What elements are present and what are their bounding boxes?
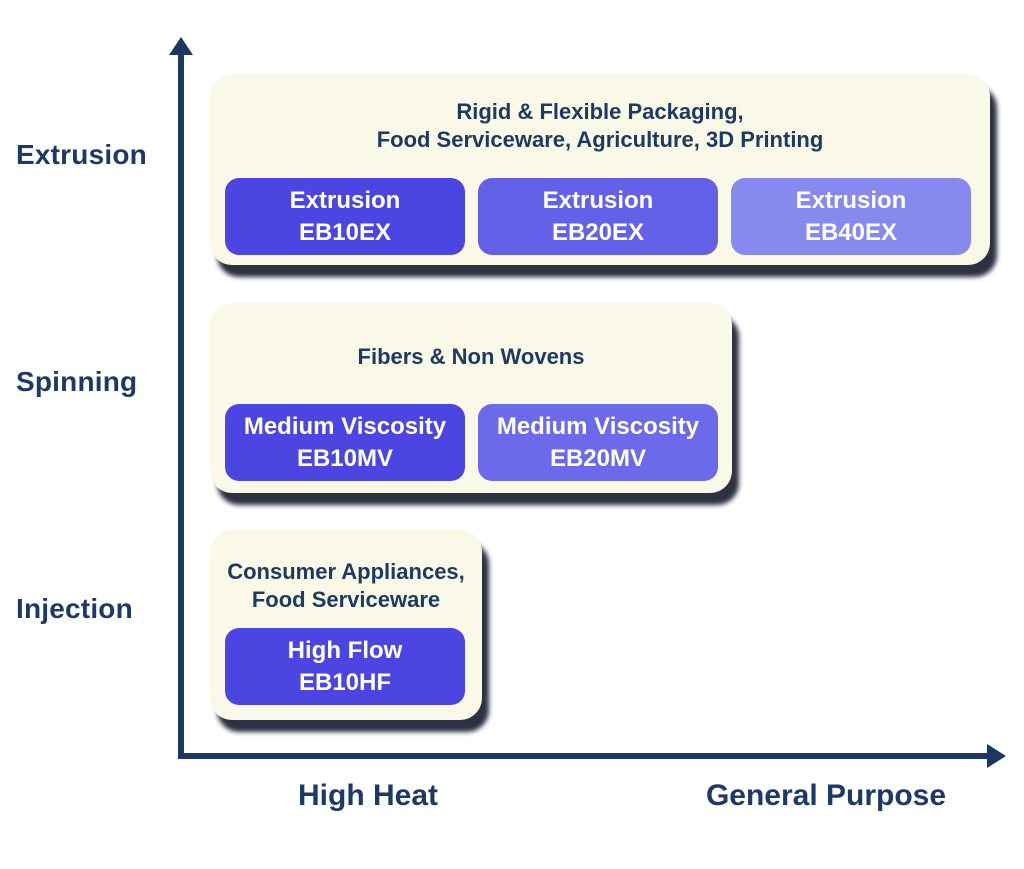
up-arrow-icon: [169, 37, 193, 55]
product-code: EB10MV: [296, 444, 394, 472]
card-title-line: Consumer Appliances,: [227, 559, 465, 584]
right-arrow-icon: [987, 744, 1006, 768]
product-button-eb40ex[interactable]: Extrusion EB40EX: [731, 178, 971, 255]
extrusion-card-title: Rigid & Flexible Packaging, Food Service…: [210, 98, 990, 153]
x-axis-line: [178, 753, 988, 759]
product-button-eb10mv[interactable]: Medium Viscosity EB10MV: [225, 404, 465, 481]
extrusion-card: Rigid & Flexible Packaging, Food Service…: [210, 74, 990, 265]
x-axis-label-general-purpose: General Purpose: [705, 779, 947, 812]
y-axis-line: [178, 54, 184, 758]
x-axis-label-high-heat: High Heat: [297, 779, 439, 812]
product-name: Extrusion: [289, 187, 401, 215]
spinning-button-row: Medium Viscosity EB10MV Medium Viscosity…: [225, 404, 718, 481]
product-button-eb20ex[interactable]: Extrusion EB20EX: [478, 178, 718, 255]
product-name: Extrusion: [542, 187, 654, 215]
product-name: Extrusion: [795, 187, 907, 215]
product-code: EB20EX: [551, 218, 645, 246]
injection-card: Consumer Appliances, Food Serviceware Hi…: [210, 530, 482, 720]
row-label-extrusion: Extrusion: [16, 139, 147, 170]
card-title-line: Fibers & Non Wovens: [357, 344, 585, 369]
card-title-line: Rigid & Flexible Packaging,: [456, 99, 744, 124]
product-code: EB10EX: [298, 218, 392, 246]
card-title-line: Food Serviceware, Agriculture, 3D Printi…: [376, 126, 824, 152]
spinning-card: Fibers & Non Wovens Medium Viscosity EB1…: [210, 303, 732, 493]
product-code: EB40EX: [804, 218, 898, 246]
row-label-injection: Injection: [16, 593, 133, 624]
product-code: EB20MV: [549, 444, 647, 472]
product-button-eb10ex[interactable]: Extrusion EB10EX: [225, 178, 465, 255]
card-title-line: Food Serviceware: [251, 586, 441, 612]
product-code: EB10HF: [298, 668, 392, 696]
product-name: Medium Viscosity: [496, 413, 700, 441]
injection-card-title: Consumer Appliances, Food Serviceware: [210, 558, 482, 613]
product-button-eb20mv[interactable]: Medium Viscosity EB20MV: [478, 404, 718, 481]
spinning-card-title: Fibers & Non Wovens: [210, 343, 732, 371]
product-name: Medium Viscosity: [243, 413, 447, 441]
row-label-spinning: Spinning: [16, 366, 138, 397]
product-button-eb10hf[interactable]: High Flow EB10HF: [225, 628, 465, 705]
extrusion-button-row: Extrusion EB10EX Extrusion EB20EX Extrus…: [225, 178, 971, 255]
product-name: High Flow: [287, 637, 403, 665]
injection-button-row: High Flow EB10HF: [225, 628, 465, 705]
